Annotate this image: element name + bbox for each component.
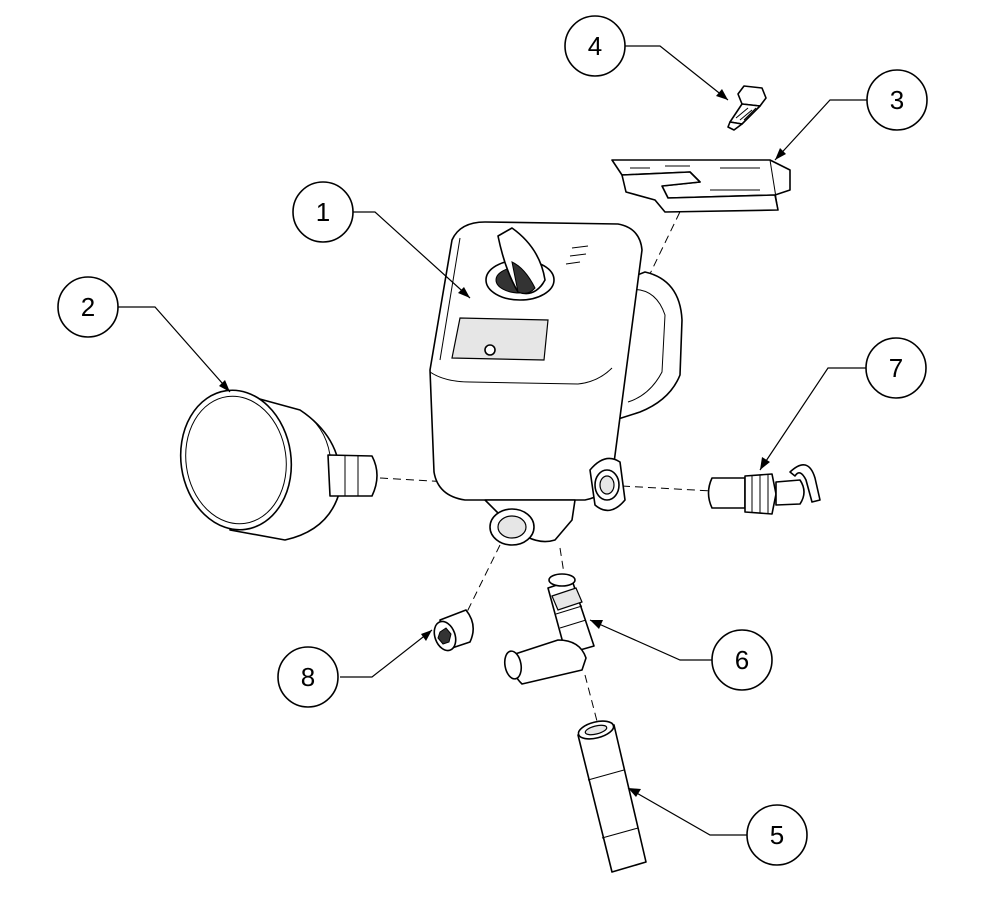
callout-4-label: 4: [588, 31, 602, 61]
callout-5-label: 5: [770, 820, 784, 850]
callout-1: 1: [292, 181, 354, 243]
elbow-fitting: [503, 573, 595, 685]
callout-5-circle: [746, 804, 808, 866]
callout-7: 7: [865, 337, 927, 399]
unloader-valve: [707, 464, 821, 515]
hex-plug: [433, 609, 474, 652]
callout-8-label: 8: [301, 662, 315, 692]
callout-6: 6: [711, 629, 773, 691]
callout-2: 2: [57, 276, 119, 338]
pipe-nipple: [577, 720, 647, 873]
callout-3: 3: [866, 69, 928, 131]
callout-7-circle: [865, 337, 927, 399]
callout-2-label: 2: [81, 292, 95, 322]
pressure-gauge: [179, 389, 378, 541]
callout-8-circle: [277, 646, 339, 708]
pressure-switch-housing: [429, 221, 683, 546]
callout-3-label: 3: [890, 85, 904, 115]
callout-4-circle: [564, 15, 626, 77]
callout-7-label: 7: [889, 353, 903, 383]
screw: [727, 85, 767, 131]
callout-6-label: 6: [735, 645, 749, 675]
callout-1-label: 1: [316, 197, 330, 227]
callout-2-circle: [57, 276, 119, 338]
callout-8: 8: [277, 646, 339, 708]
callout-3-circle: [866, 69, 928, 131]
callout-1-circle: [292, 181, 354, 243]
leader-lines: [117, 45, 867, 836]
callout-5: 5: [746, 804, 808, 866]
callout-4: 4: [564, 15, 626, 77]
mounting-bracket: [611, 159, 791, 213]
callout-6-circle: [711, 629, 773, 691]
